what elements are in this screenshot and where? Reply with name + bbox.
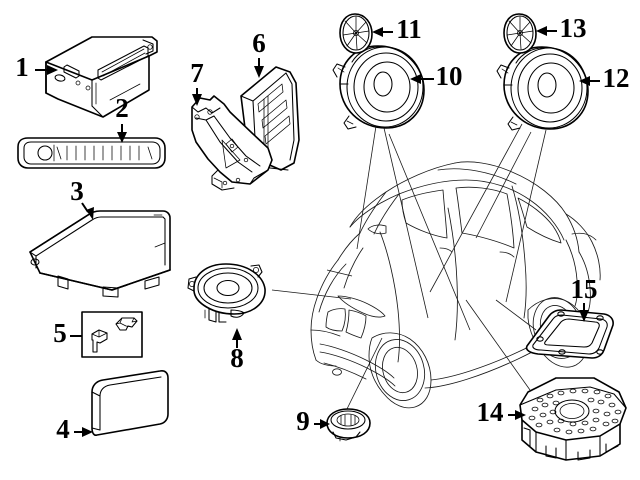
part-navigation-display xyxy=(29,210,171,298)
callout-label-13: 13 xyxy=(560,13,587,43)
callout-label-3: 3 xyxy=(70,176,84,206)
callout-arrows xyxy=(35,26,600,437)
callout-label-14: 14 xyxy=(477,397,504,427)
callout-label-11: 11 xyxy=(396,14,422,44)
callout-label-1: 1 xyxy=(15,52,29,82)
part-dash-center-tweeter xyxy=(326,408,371,442)
callout-label-2: 2 xyxy=(115,93,129,123)
callout-label-7: 7 xyxy=(190,58,204,88)
part-amplifier-bracket xyxy=(191,95,273,191)
leader-lines xyxy=(271,123,547,414)
part-subwoofer-cover-plate xyxy=(525,309,614,359)
callout-label-5: 5 xyxy=(53,318,67,348)
part-front-door-woofer-left xyxy=(332,45,425,130)
part-subwoofer-bass-unit xyxy=(519,377,627,461)
callout-label-15: 15 xyxy=(571,274,598,304)
callout-label-9: 9 xyxy=(296,406,310,436)
vehicle-outline xyxy=(310,161,601,409)
part-speaker-grille-trim xyxy=(17,137,166,169)
part-display-cover-panel xyxy=(91,370,169,436)
callout-labels: 1 2 3 4 5 6 7 8 9 10 11 12 13 14 15 xyxy=(15,13,629,444)
callout-label-12: 12 xyxy=(603,63,630,93)
callout-label-4: 4 xyxy=(56,414,70,444)
callout-label-10: 10 xyxy=(436,61,463,91)
callout-label-8: 8 xyxy=(230,343,244,373)
callout-label-6: 6 xyxy=(252,28,266,58)
part-door-midrange-speaker xyxy=(187,263,266,323)
part-mounting-clip-set xyxy=(81,311,143,358)
part-front-tweeter-left xyxy=(339,13,373,54)
part-front-tweeter-right xyxy=(503,13,537,54)
part-front-door-woofer-right xyxy=(496,46,589,131)
part-radio-head-unit xyxy=(45,36,158,118)
